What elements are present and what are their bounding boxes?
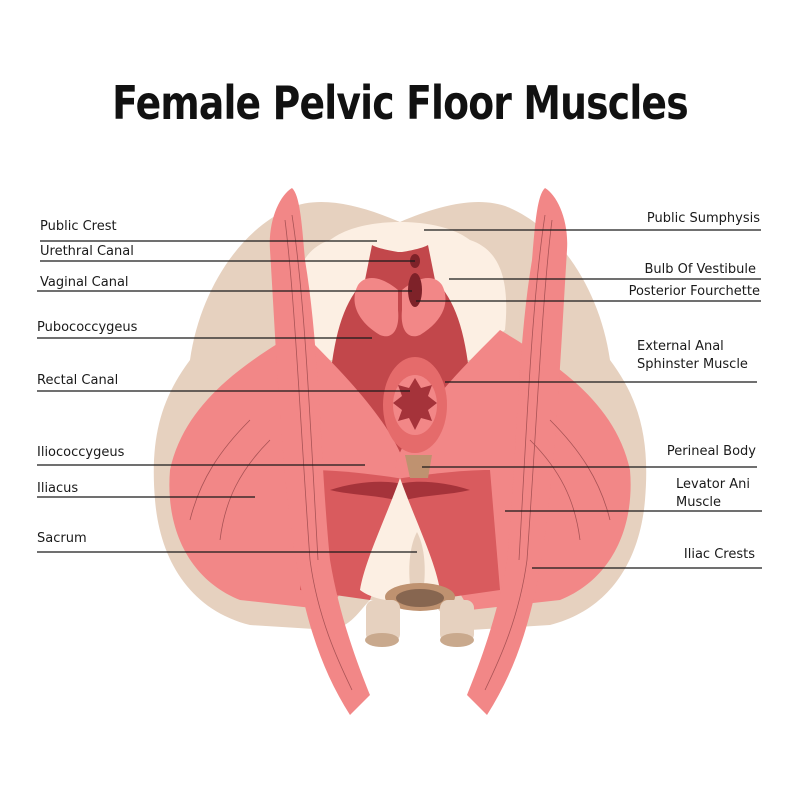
label-pubococcygeus: Pubococcygeus <box>37 320 138 335</box>
label-iliacus: Iliacus <box>37 481 79 496</box>
label-posterior-fourchette: Posterior Fourchette <box>628 284 760 299</box>
label-external-anal-line2: Sphinster Muscle <box>637 357 748 372</box>
label-rectal-canal: Rectal Canal <box>37 373 119 388</box>
label-public-sumphysis: Public Sumphysis <box>646 211 760 226</box>
coccyx <box>409 532 425 585</box>
label-iliococcygeus: Iliococcygeus <box>37 445 125 460</box>
perineal-body <box>405 455 432 478</box>
iliac-strap-right <box>467 188 568 715</box>
label-bulb-of-vestibule: Bulb Of Vestibule <box>644 262 756 277</box>
levator-ani-right <box>390 470 500 600</box>
label-urethral-canal: Urethral Canal <box>40 244 134 259</box>
iliac-strap-left <box>269 188 370 715</box>
label-external-anal-line1: External Anal <box>637 339 724 354</box>
diagram-title: Female Pelvic Floor Muscles <box>112 76 688 130</box>
label-iliac-crests: Iliac Crests <box>683 547 755 562</box>
label-vaginal-canal: Vaginal Canal <box>40 275 129 290</box>
bulb-of-vestibule-left <box>354 278 399 337</box>
femur-right <box>440 600 474 642</box>
label-sacrum: Sacrum <box>37 531 87 546</box>
levator-ani-fold-left <box>330 481 405 500</box>
label-levator-ani-line1: Levator Ani <box>676 477 750 492</box>
levator-ani-fold-right <box>395 481 470 500</box>
label-public-crest: Public Crest <box>40 219 117 234</box>
vaginal-opening <box>408 273 422 307</box>
label-levator-ani-line2: Muscle <box>676 495 721 510</box>
femur-left <box>366 600 400 642</box>
sacral-opening <box>396 589 444 607</box>
label-perineal-body: Perineal Body <box>666 444 756 459</box>
